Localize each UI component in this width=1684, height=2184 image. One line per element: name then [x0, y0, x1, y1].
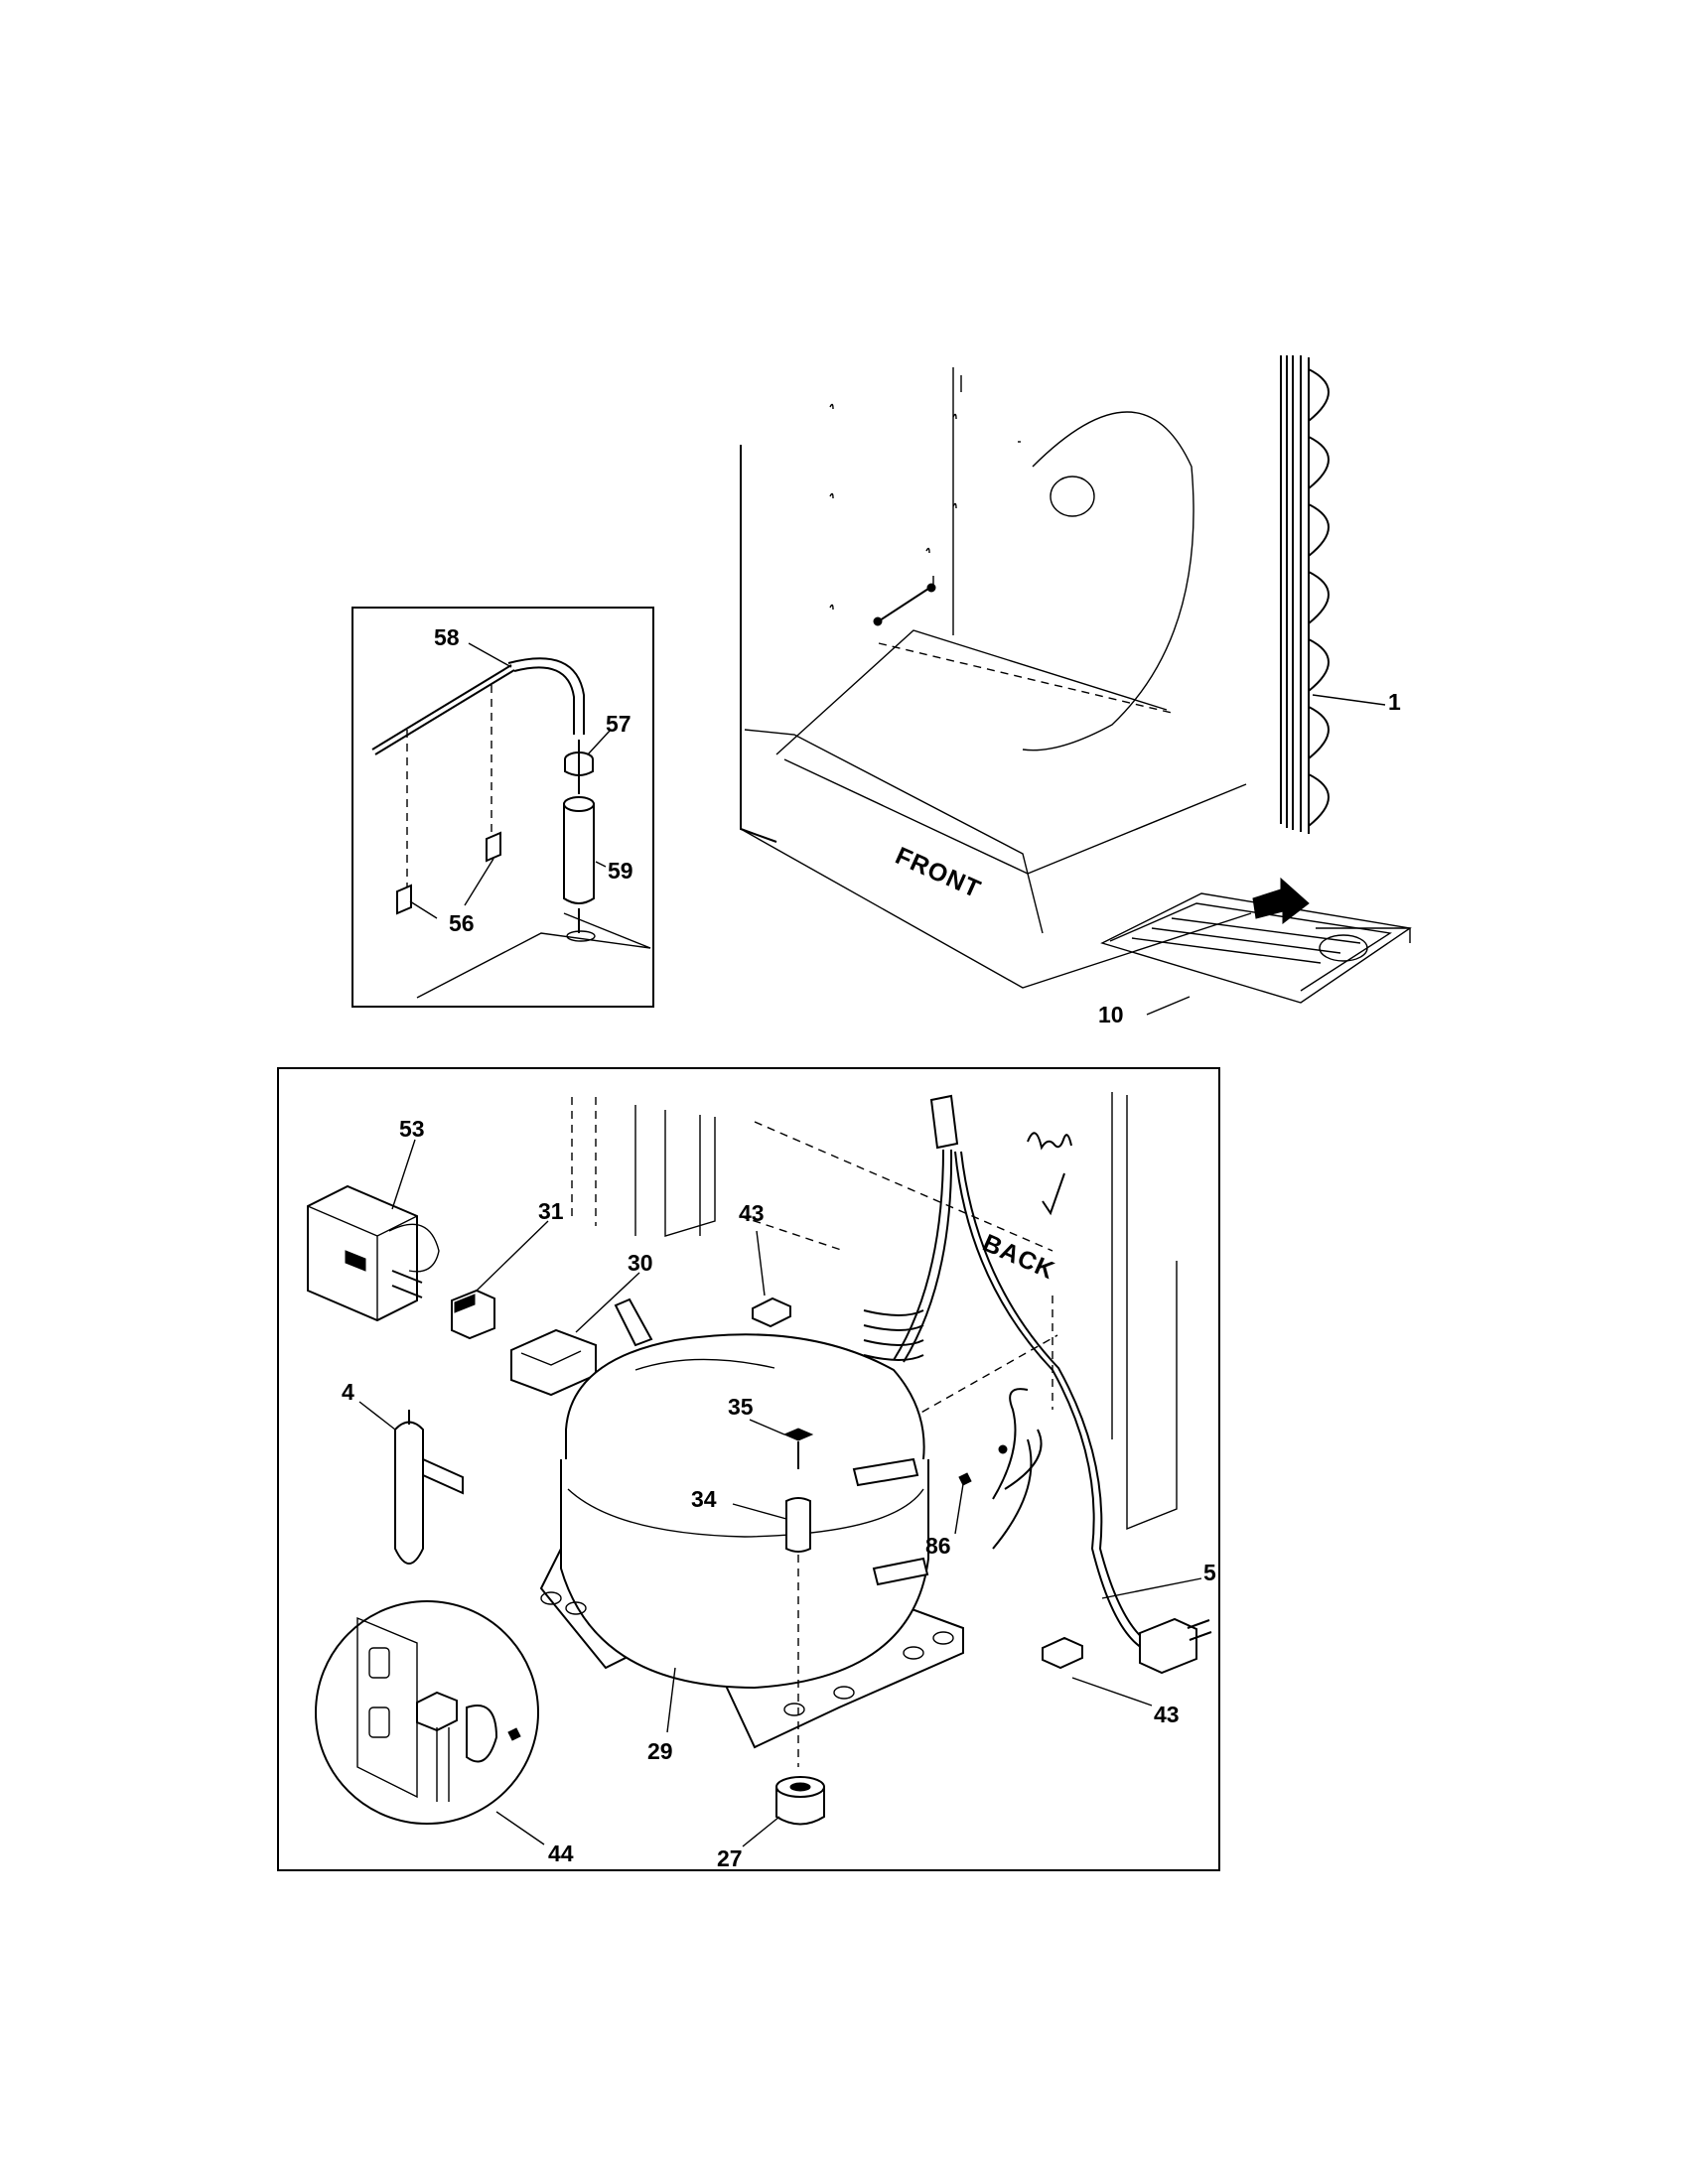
part-label-44: 44 [548, 1841, 574, 1866]
part-label-27: 27 [717, 1845, 743, 1871]
part-label-31: 31 [538, 1198, 564, 1224]
part-label-59: 59 [608, 858, 633, 884]
part-label-30: 30 [628, 1250, 653, 1276]
part-label-53: 53 [399, 1116, 425, 1142]
part-label-1: 1 [1388, 689, 1401, 715]
drain-tube-inset [351, 607, 654, 1008]
part-label-4: 4 [342, 1379, 354, 1405]
front-stamp: FRONT [892, 842, 986, 904]
part-label-29: 29 [647, 1738, 673, 1764]
condenser-coil-illustration [1280, 355, 1386, 834]
part-label-34: 34 [691, 1486, 717, 1512]
part-label-5: 5 [1203, 1560, 1216, 1585]
part-label-43-upper: 43 [739, 1200, 765, 1226]
back-stamp: BACK [979, 1229, 1059, 1286]
part-label-57: 57 [606, 711, 632, 737]
part-label-58: 58 [434, 624, 460, 650]
part-label-86: 86 [925, 1533, 951, 1559]
compressor-section: BACK [277, 1067, 1220, 1871]
drain-pan-illustration [1100, 877, 1412, 1016]
part-label-56: 56 [449, 910, 475, 936]
part-label-43-lower: 43 [1154, 1702, 1180, 1727]
part-label-35: 35 [728, 1394, 754, 1420]
part-label-10: 10 [1098, 1002, 1124, 1027]
cabinet-illustration: FRONT [740, 367, 1252, 989]
part-labels: 1 10 58 57 59 56 53 31 30 43 4 35 34 86 … [342, 624, 1401, 1871]
